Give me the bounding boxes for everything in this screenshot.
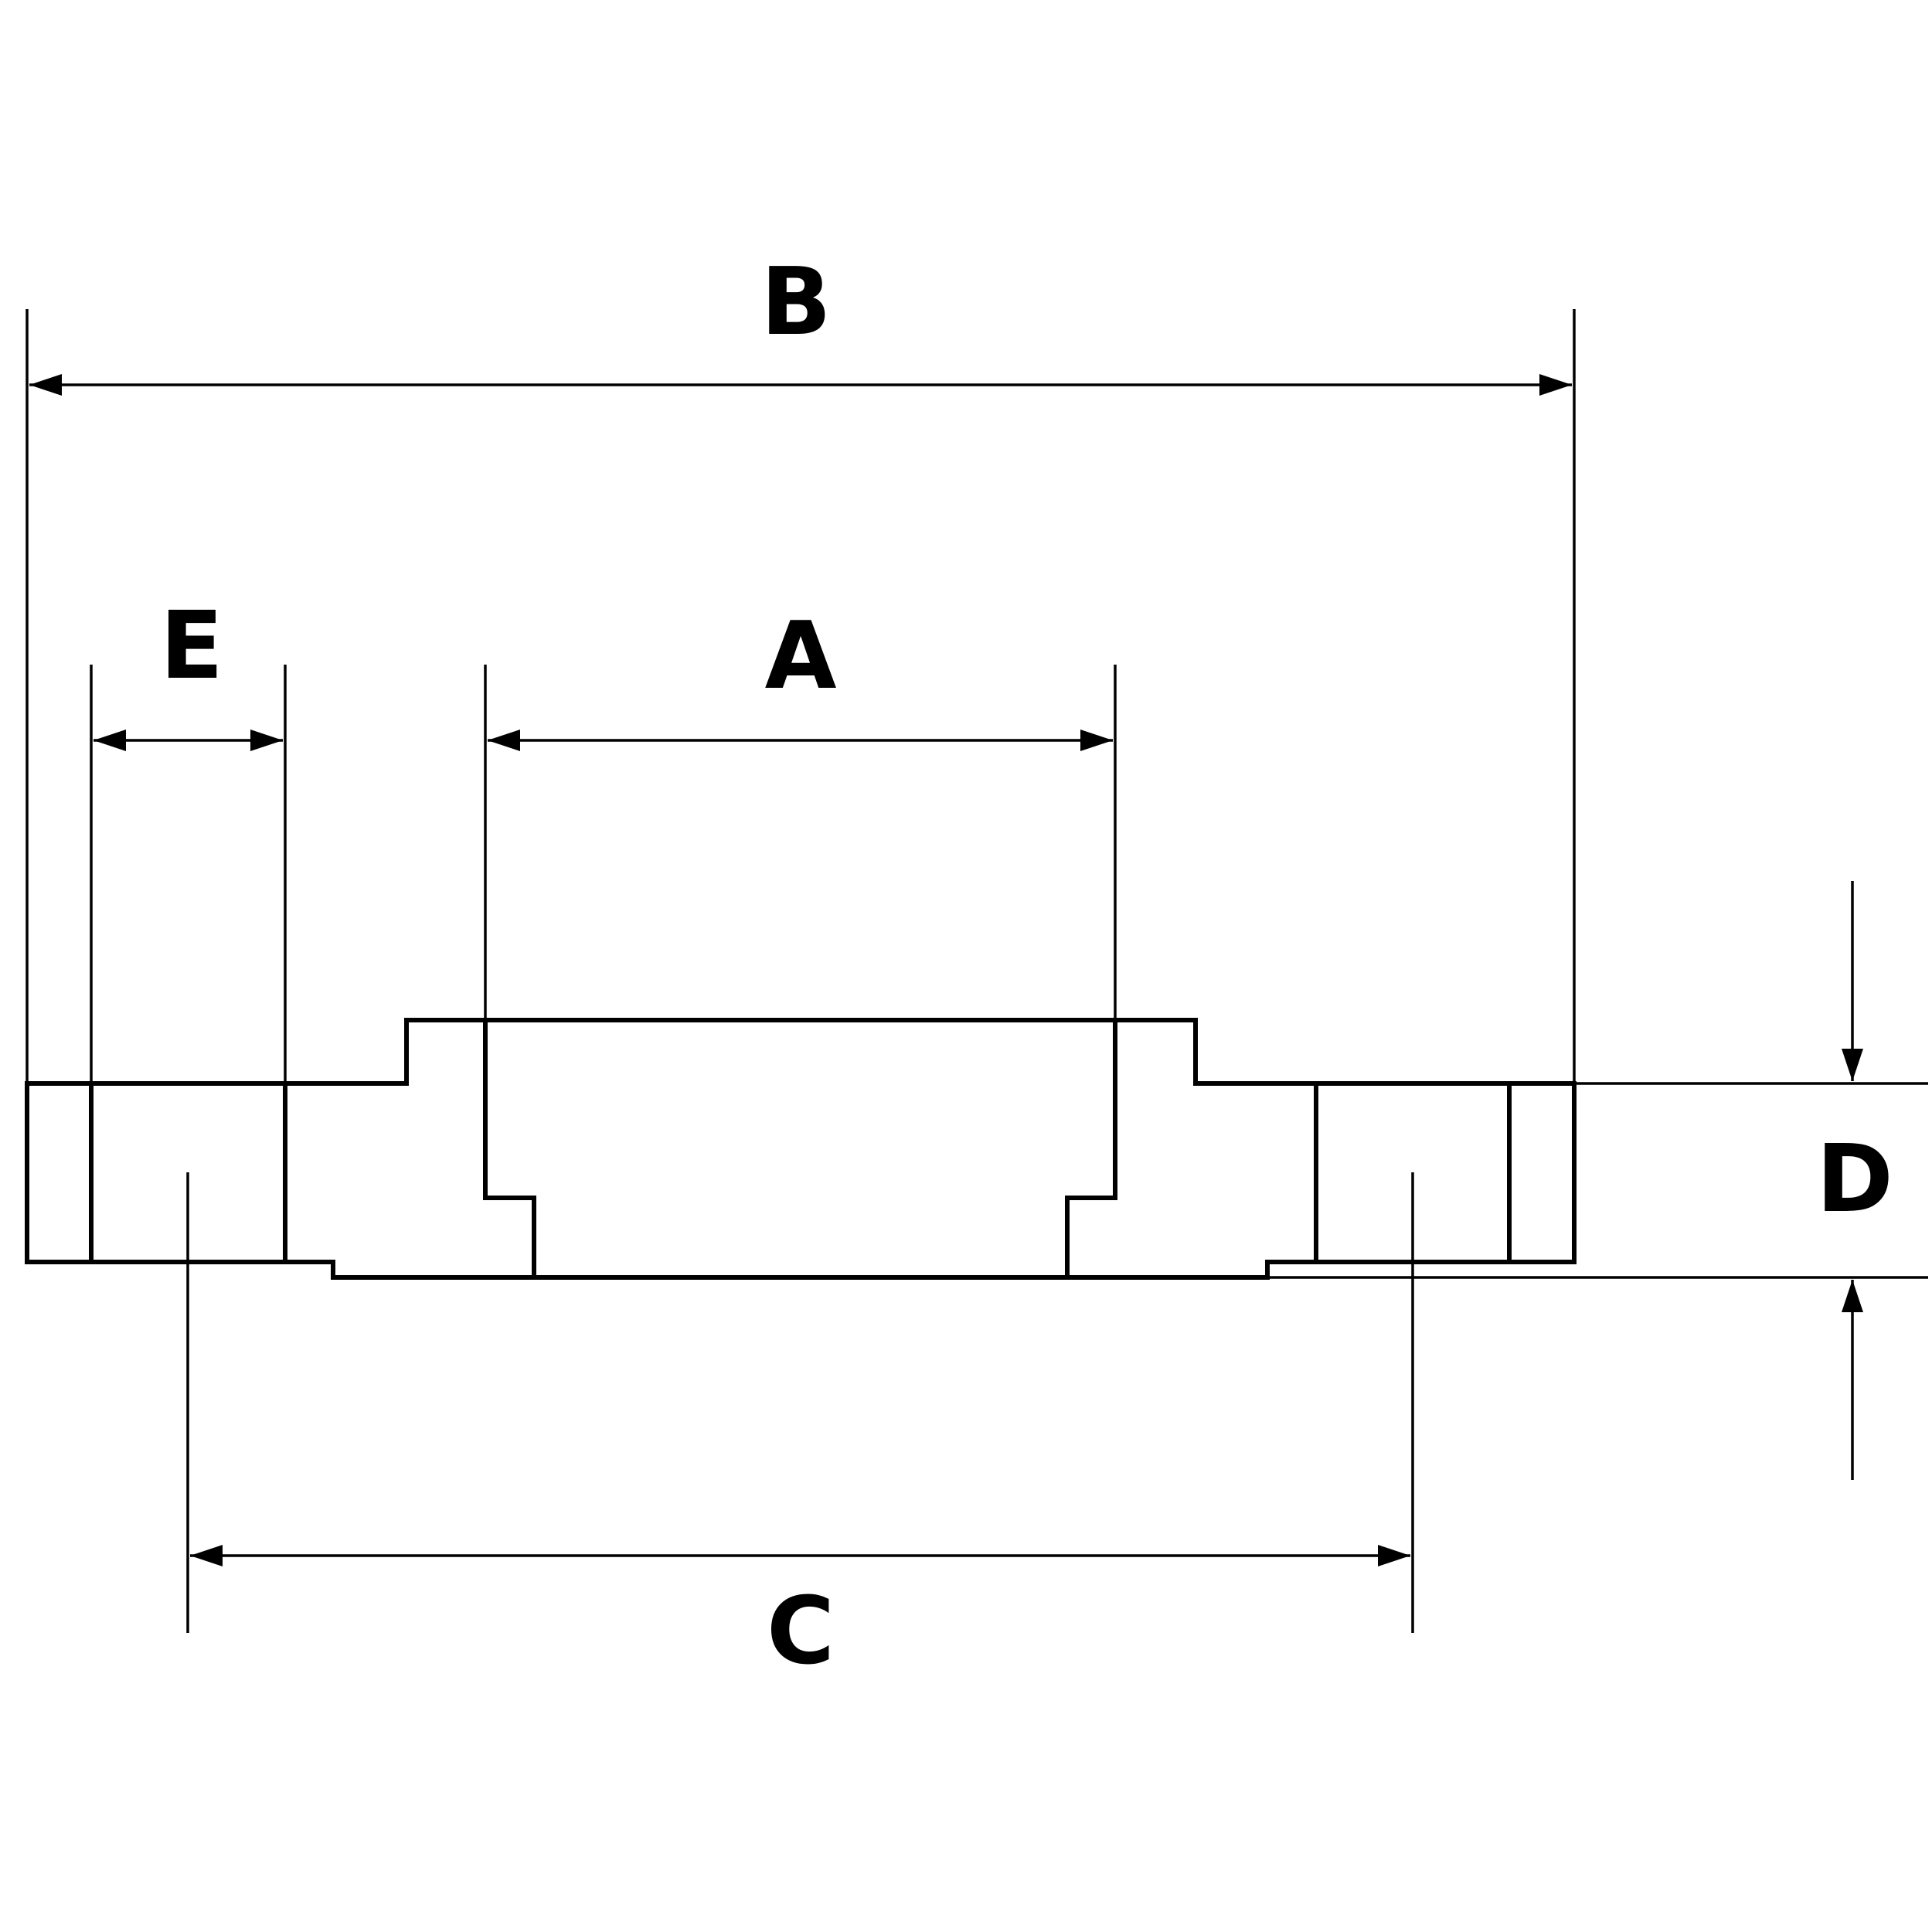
label-a: A — [765, 603, 837, 710]
label-c: C — [767, 1578, 835, 1685]
bolt-hole-left — [89, 1083, 287, 1262]
label-b: B — [760, 249, 831, 356]
label-e: E — [160, 593, 223, 700]
bore-contour — [483, 1020, 1117, 1277]
bolt-hole-right — [1314, 1083, 1512, 1262]
label-d: D — [1816, 1126, 1893, 1233]
flange-outline — [25, 1018, 1577, 1280]
